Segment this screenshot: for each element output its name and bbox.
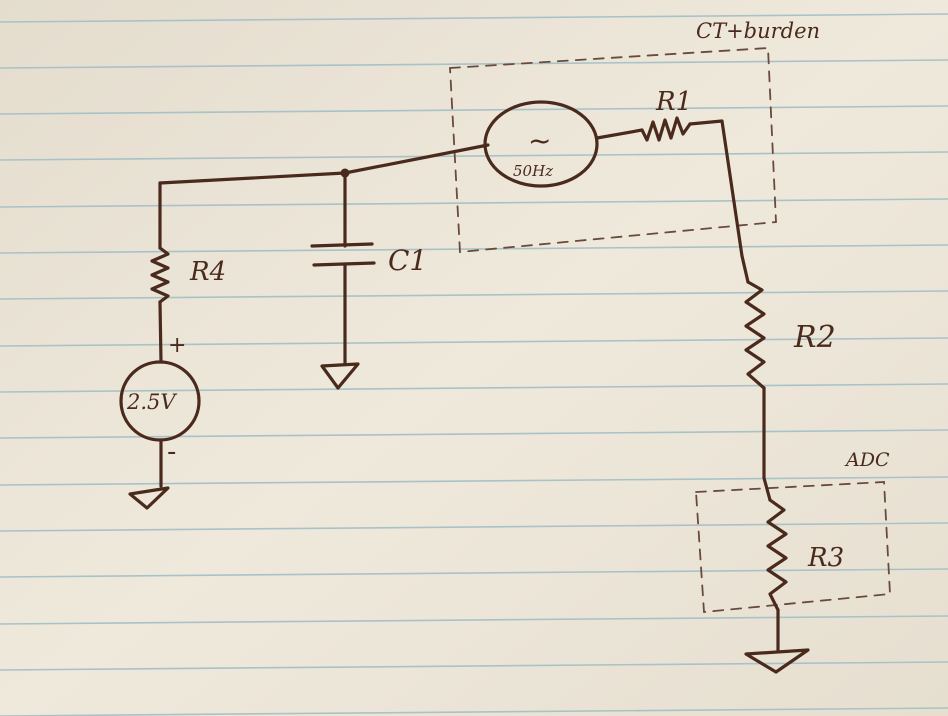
r4-label: R4 (189, 257, 226, 287)
ground-icon-adc (744, 648, 810, 674)
ground-icon-c1 (320, 362, 360, 390)
c1-label: C1 (388, 244, 427, 277)
sine-wave-icon: ~ (528, 124, 551, 157)
source-frequency-label: 50Hz (513, 162, 553, 180)
resistor-r1 (640, 116, 692, 142)
vref-source-circle (119, 360, 201, 442)
ct-burden-label: CT+burden (696, 19, 820, 43)
capacitor-c1-plate-bottom (312, 261, 376, 267)
resistor-r2 (744, 280, 766, 390)
wire-r1-to-right (688, 119, 750, 284)
r1-label: R1 (655, 87, 692, 117)
adc-label: ADC (844, 449, 890, 471)
ct-burden-box (449, 47, 777, 253)
adc-box (695, 481, 891, 613)
plus-terminal-label: + (168, 333, 186, 358)
minus-terminal-label: - (167, 437, 176, 467)
r3-label: R3 (807, 543, 844, 573)
wire-r2-to-adc (762, 386, 772, 502)
wire-r4-lower (158, 300, 163, 364)
r2-label: R2 (793, 320, 836, 355)
resistor-r4 (150, 246, 170, 304)
ground-icon-vref (128, 486, 170, 510)
ruled-lines (0, 13, 948, 716)
vref-label: 2.5V (126, 390, 177, 414)
junction-dot (340, 168, 350, 178)
ac-source-circle (483, 100, 599, 188)
wire-source-to-r1 (595, 128, 644, 140)
capacitor-c1-plate-top (310, 242, 374, 248)
resistor-r3 (766, 498, 788, 612)
